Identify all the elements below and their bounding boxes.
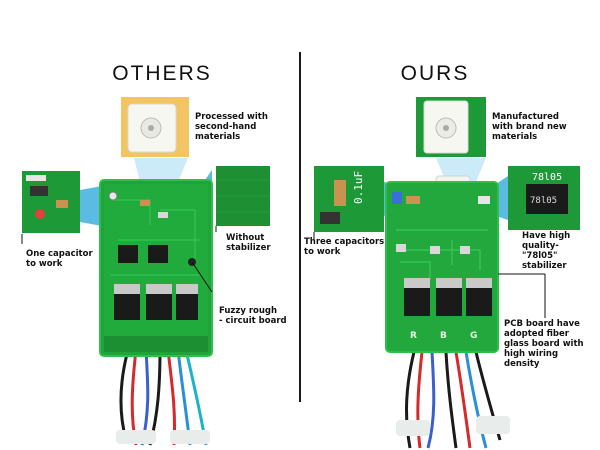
- ours-chip-label: 78l05: [530, 196, 557, 206]
- others-capacitor-label: One capacitor to work: [26, 249, 93, 269]
- svg-text:B: B: [440, 331, 447, 341]
- center-divider: [299, 52, 301, 402]
- ours-capacitor-label: Three capacitors to work: [304, 237, 385, 257]
- others-board-label: Fuzzy rough - circuit board: [219, 306, 287, 326]
- others-connector-label: Processed with second-hand materials: [195, 112, 268, 142]
- ours-stabilizer-label: Have high quality- "78l05" stabilizer: [522, 231, 571, 271]
- svg-text:R: R: [410, 331, 417, 341]
- ours-board-label: PCB board have adopted fiber glass board…: [504, 319, 584, 369]
- others-illustration: [21, 97, 270, 446]
- svg-text:G: G: [470, 331, 477, 341]
- ours-connector-label: Manufactured with brand new materials: [492, 112, 567, 142]
- ours-heading: OURS: [389, 60, 481, 88]
- others-heading: OTHERS: [103, 60, 221, 88]
- ours-cap-value: 0.1uF: [352, 171, 365, 204]
- ours-chip-label-top: 78l05: [532, 172, 562, 183]
- others-stabilizer-label: Without stabilizer: [226, 233, 271, 253]
- ours-illustration: R B G 0.1uF 78l05 78l05: [313, 97, 580, 449]
